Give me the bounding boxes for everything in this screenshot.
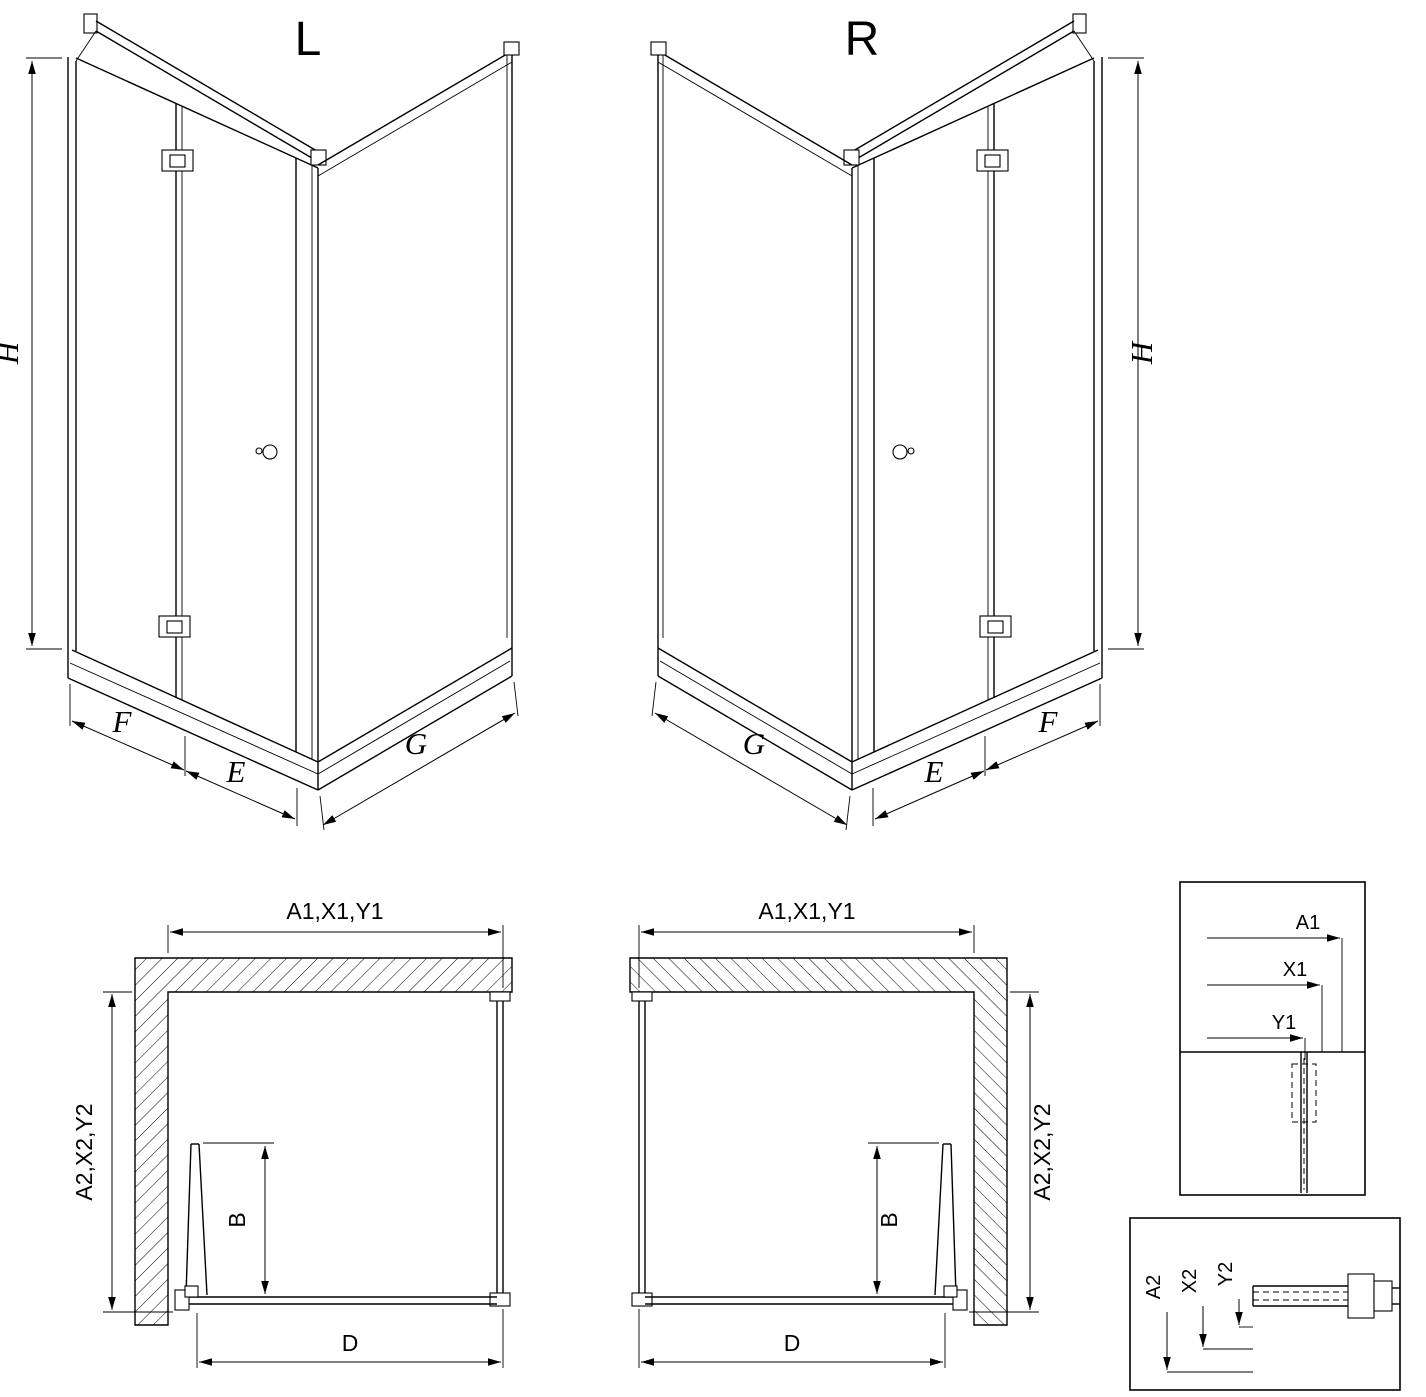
detail-depth-references [1129,1217,1401,1391]
plan-right-dim-side-label: A2,X2,Y2 [1029,1103,1055,1200]
plan-left-dim-top-label: A1,X1,Y1 [286,898,383,924]
iso-left-dim-side-label: G [405,726,427,761]
detail-depth-x2-label: X2 [1179,1269,1201,1293]
iso-right-title: R [845,13,880,66]
detail-width-y1-label: Y1 [1272,1012,1296,1034]
iso-right-dim-fold-label: F [1038,704,1059,739]
detail-width-x1-label: X1 [1283,959,1307,981]
plan-right-dim-door-label: B [876,1212,902,1227]
iso-right-dim-height-label: H [1124,340,1159,365]
plan-right-dim-base-label: D [784,1330,801,1356]
plan-left-dim-base-label: D [342,1330,359,1356]
iso-left-title: L [295,13,322,66]
iso-left-dim-fixed-label: E [226,754,246,789]
wall-profile-section [1291,1063,1317,1123]
plan-left-dim-side-label: A2,X2,Y2 [71,1103,97,1200]
bottom-rail-clamp [1347,1273,1375,1319]
plan-right-dim-top-label: A1,X1,Y1 [758,898,855,924]
detail-width-references [1179,881,1366,1196]
detail-width-a1-label: A1 [1296,912,1320,934]
detail-depth-y2-label: Y2 [1215,1262,1237,1286]
iso-left-dim-fold-label: F [112,704,133,739]
iso-left-dim-height-label: H [0,340,25,365]
plan-left-dim-door-label: B [224,1212,250,1227]
iso-right-dim-side-label: G [743,726,765,761]
iso-right-dim-fixed-label: E [924,754,944,789]
detail-depth-a2-label: A2 [1143,1275,1165,1299]
